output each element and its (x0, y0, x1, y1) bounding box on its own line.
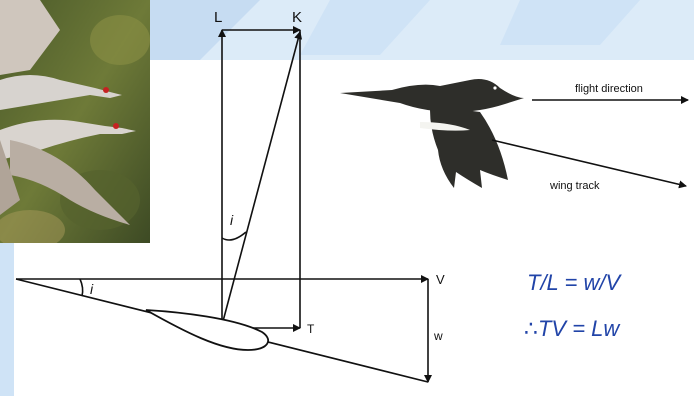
airfoil (145, 309, 270, 351)
thrust-label: T (307, 322, 315, 336)
angle-arc-lower (79, 278, 84, 297)
lift-label: L (214, 9, 222, 26)
force-lines (15, 26, 432, 383)
wing-track-label: wing track (549, 180, 600, 192)
resultant-label: K (292, 9, 302, 26)
angle-label-upper: i (230, 212, 234, 228)
sink-label: w (433, 329, 443, 343)
angle-label-lower: i (90, 281, 94, 297)
bird-silhouette (340, 79, 524, 188)
flight-direction-label: flight direction (575, 83, 643, 95)
resultant-vector (221, 31, 303, 326)
velocity-label: V (436, 272, 445, 287)
crane-photo (0, 0, 150, 243)
angle-arc-upper (221, 231, 247, 241)
equation-ratio: T/L = w/V (527, 270, 621, 295)
wing-track-arrow (491, 139, 687, 189)
equation-product: ∴TV = Lw (524, 316, 620, 341)
